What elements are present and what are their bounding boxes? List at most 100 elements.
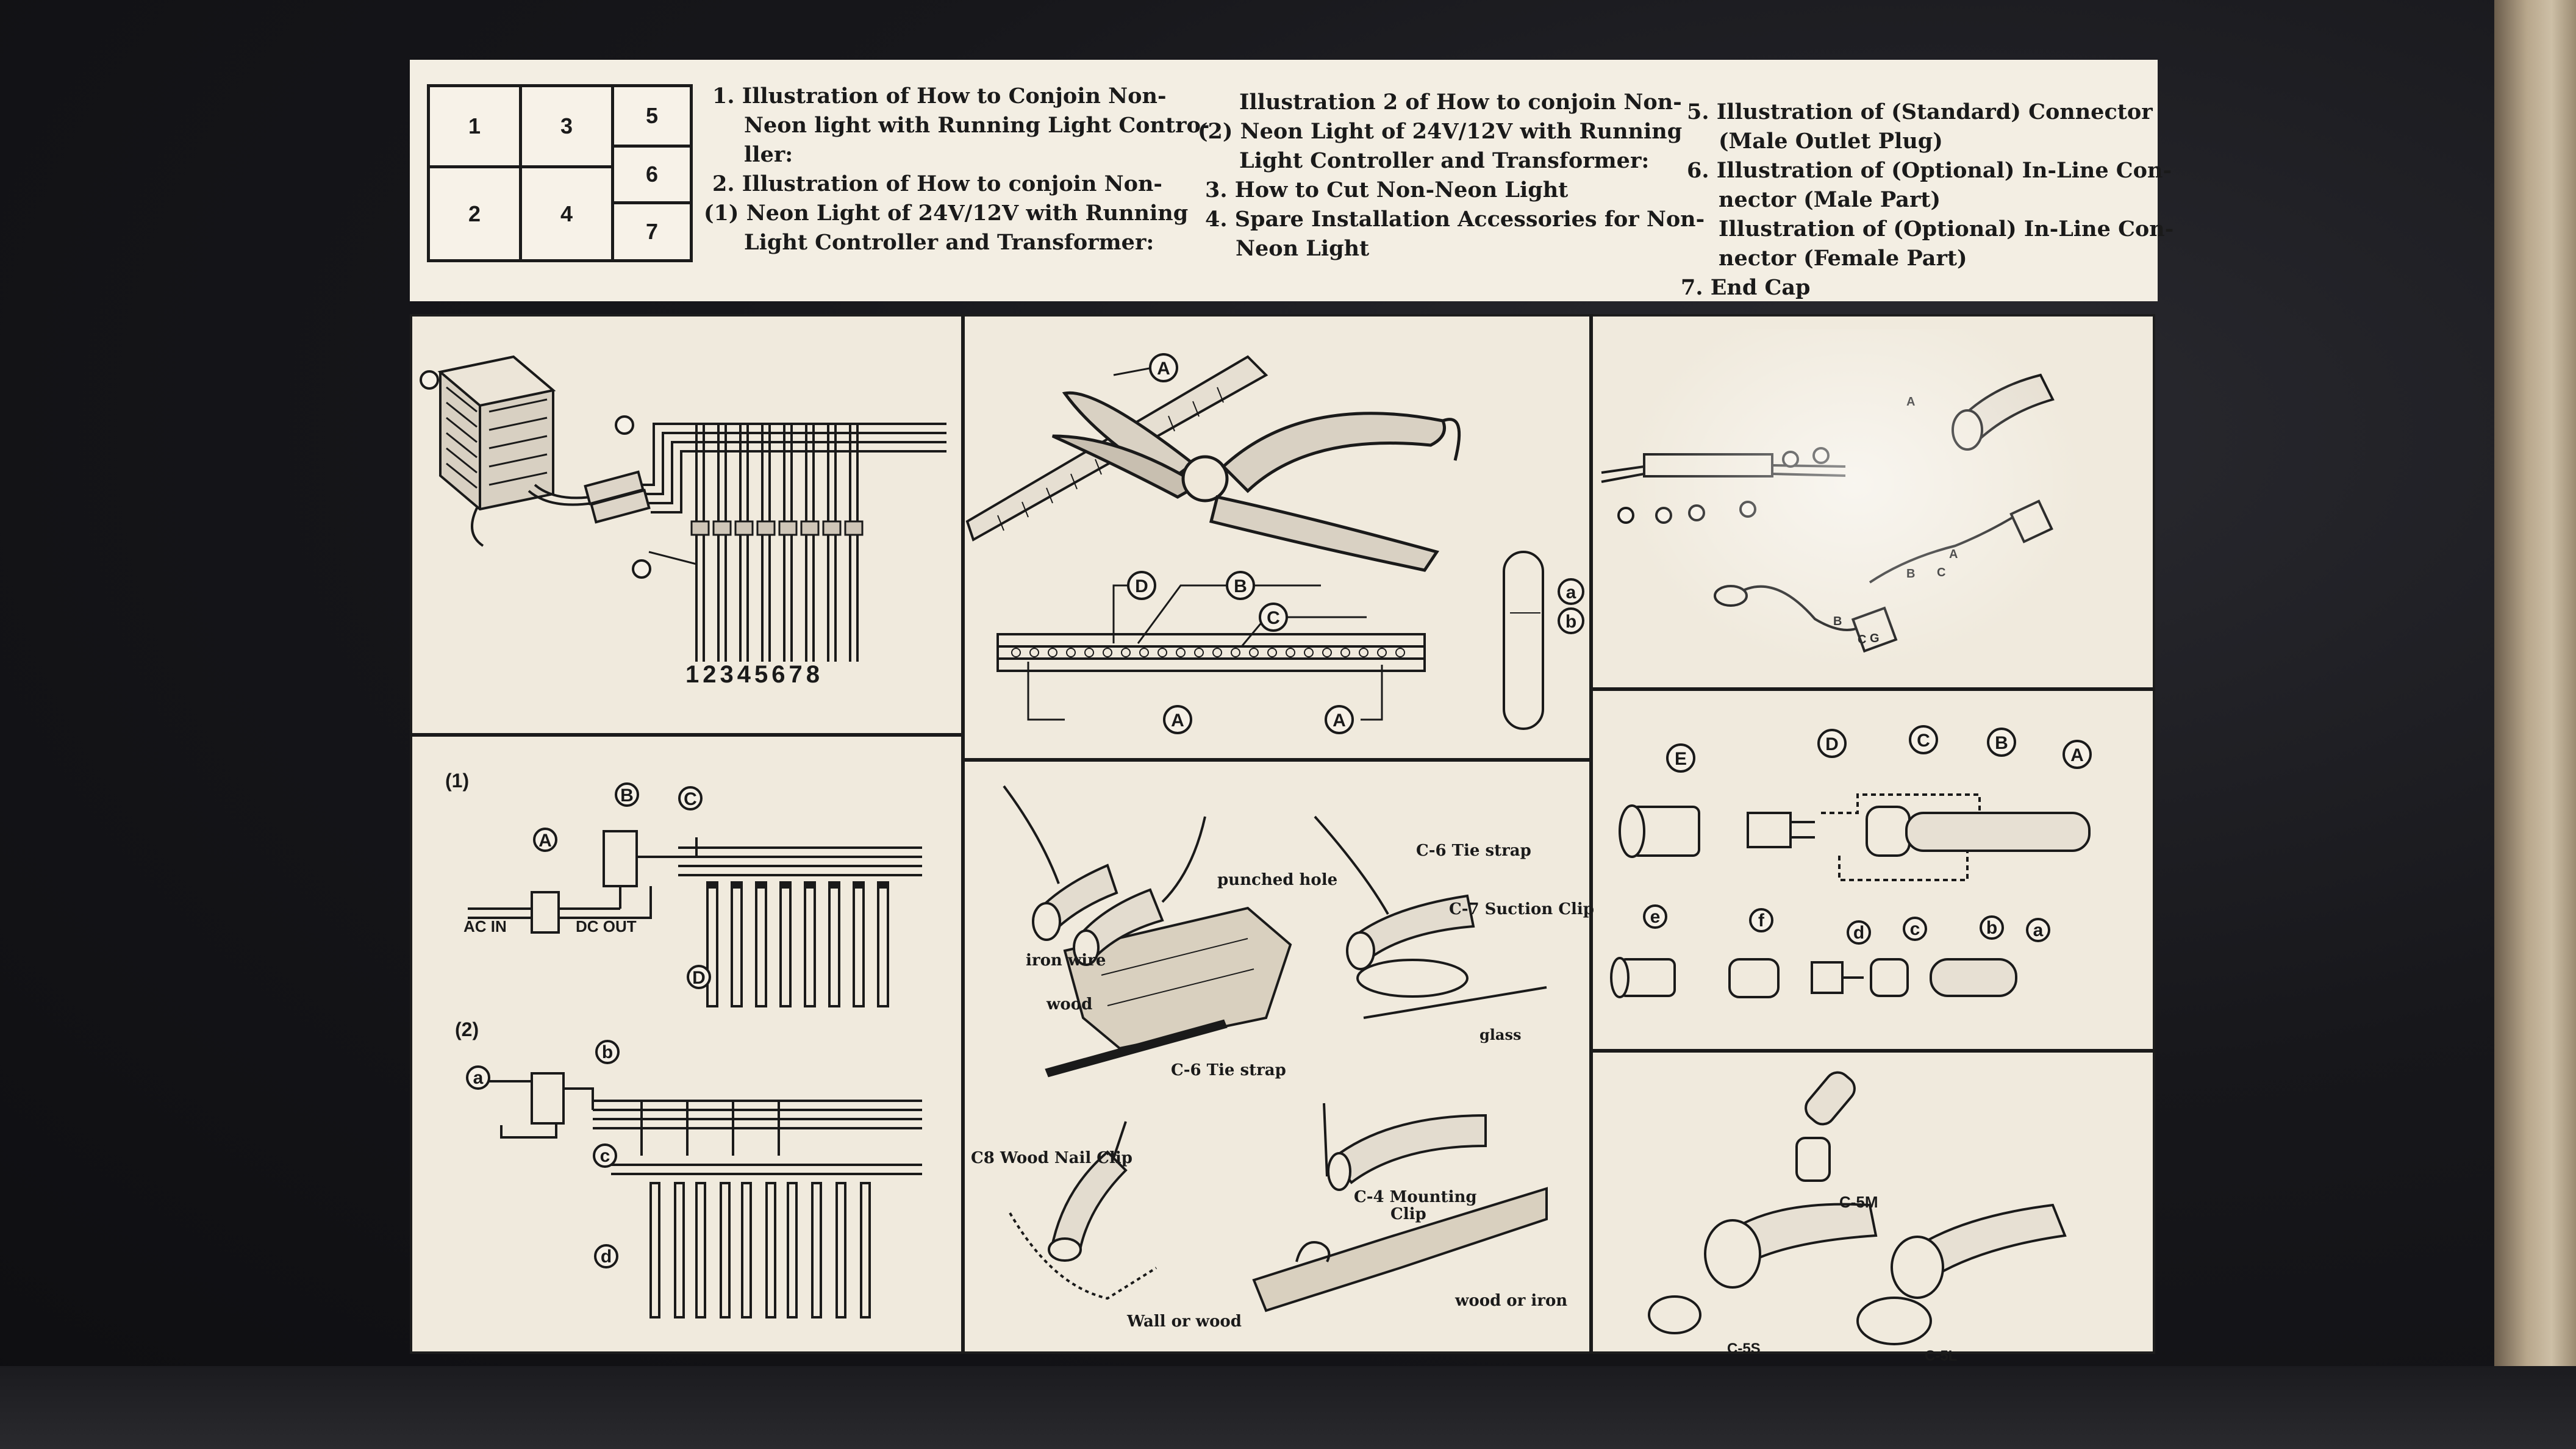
neon-strip [996, 633, 1426, 672]
section-label-1: (1) [445, 770, 470, 792]
callout-text: e [1650, 907, 1661, 927]
callout: B [1226, 571, 1255, 600]
callout: e [1643, 904, 1667, 929]
divider [961, 314, 965, 1354]
label-iron-wire: iron wire [1026, 951, 1106, 970]
label-c6-tie-strap-bottom: C-6 Tie strap [1171, 1061, 1286, 1079]
strip-dots [1011, 648, 1405, 657]
callout-text: D [692, 968, 706, 988]
end-cap-c5m [1795, 1137, 1831, 1182]
label-wood: wood [1046, 995, 1093, 1014]
index-cell: 5 [611, 84, 693, 148]
callout-c-lower: c [593, 1143, 617, 1168]
callout-text: A [1157, 359, 1170, 379]
part-a-tube [1930, 958, 2017, 997]
ac-in-label: AC IN [463, 917, 507, 936]
label: B [1833, 615, 1842, 628]
header-line: Neon Light [1236, 236, 1370, 261]
strips-d [706, 883, 889, 1007]
header-line: (2) Neon Light of 24V/12V with Running [1198, 119, 1683, 144]
tube-suction [1350, 894, 1475, 965]
callout-text: A [1171, 710, 1184, 731]
callout-text: B [1995, 733, 2008, 753]
header-col-1: 1. Illustration of How to Conjoin Non- N… [704, 82, 1209, 257]
callout-text: D [1825, 734, 1839, 754]
panel-3-diagram: A D B C A A a b [965, 353, 1584, 734]
label: A [1906, 395, 1915, 409]
label: G [1870, 632, 1880, 645]
strips-d-lower [649, 1182, 871, 1318]
callout-a [420, 370, 439, 390]
part-f [1728, 958, 1780, 998]
callout-text: d [601, 1247, 612, 1267]
callout: A [1325, 705, 1354, 734]
controller-box [437, 355, 556, 511]
callout-text: a [2033, 920, 2044, 940]
callout-text: a [473, 1068, 484, 1088]
callout: d [1847, 920, 1871, 945]
callout-text: B [1234, 576, 1247, 596]
tube-nail-clip [1051, 1150, 1128, 1251]
index-cell: 1 [427, 84, 522, 168]
callout-text: a [1566, 582, 1576, 603]
callout: C [1909, 725, 1938, 754]
divider [410, 733, 961, 737]
callout-text: b [1565, 612, 1576, 632]
callout-b-lower: b [595, 1040, 620, 1064]
divider [1589, 1049, 2155, 1053]
callout: A [1163, 705, 1192, 734]
part-A-tube [1905, 812, 2091, 852]
callout-D-upper: D [687, 965, 711, 989]
header-line: Illustration 2 of How to conjoin Non- [1239, 90, 1682, 115]
header-line: 2. Illustration of How to conjoin Non- [712, 171, 1162, 196]
label-c6-tie-strap-top: C-6 Tie strap [1416, 842, 1531, 860]
callout-small [1782, 451, 1799, 468]
end-cap-c5s [1648, 1295, 1701, 1334]
header-line: Illustration of (Optional) In-Line Con- [1719, 216, 2174, 242]
callout: B [1987, 728, 2016, 757]
callout-A-upper: A [533, 828, 557, 852]
connector-block [584, 470, 651, 524]
header-line: nector (Female Part) [1719, 246, 1967, 271]
section-label-2: (2) [455, 1018, 479, 1040]
callout: A [2063, 740, 2092, 769]
callout: A [1149, 353, 1178, 382]
end-cap-tube [1805, 1071, 1856, 1126]
part-d [1811, 961, 1844, 994]
header-col-3: 5. Illustration of (Standard) Connector … [1681, 98, 2174, 302]
callout: b [1558, 607, 1584, 634]
label-c4-mounting: C-4 Mounting [1354, 1188, 1477, 1206]
callout: E [1666, 743, 1695, 773]
part-C [1866, 806, 1911, 857]
index-cell: 4 [519, 165, 614, 262]
part-c [1870, 958, 1909, 997]
header-line: ller: [744, 142, 793, 167]
callout-text: d [1853, 923, 1864, 943]
index-cell: 7 [611, 201, 693, 262]
callout-text: c [600, 1146, 610, 1166]
label: B [1906, 567, 1915, 581]
callout-text: f [1758, 911, 1765, 931]
callout-c [632, 559, 651, 579]
callout-C-upper: C [678, 786, 703, 810]
header-line: 3. How to Cut Non-Neon Light [1205, 177, 1569, 202]
header-line: (1) Neon Light of 24V/12V with Running [704, 201, 1189, 226]
header-line: (Male Outlet Plug) [1719, 129, 1943, 154]
label: C [1937, 566, 1945, 579]
callout-B-upper: B [615, 782, 639, 807]
panel-6-diagram: E D C B A e f d c b a [1610, 725, 2092, 998]
callout: b [1980, 915, 2004, 940]
label-c5s: C-5S [1727, 1340, 1761, 1357]
header-line: nector (Male Part) [1719, 187, 1941, 212]
callout-small [1739, 501, 1756, 518]
wood-board [1063, 906, 1292, 1050]
power-cord-2 [1734, 585, 1865, 631]
callout-text: C [1917, 731, 1930, 751]
label-wall-or-wood: Wall or wood [1127, 1312, 1242, 1331]
callout: C [1259, 603, 1288, 632]
callout-text: C [684, 789, 697, 809]
panel-7-diagram [1648, 1071, 2067, 1345]
label: A [1949, 548, 1958, 561]
index-cell: 2 [427, 165, 522, 262]
header-col-2: Illustration 2 of How to conjoin Non- (2… [1198, 88, 1705, 263]
